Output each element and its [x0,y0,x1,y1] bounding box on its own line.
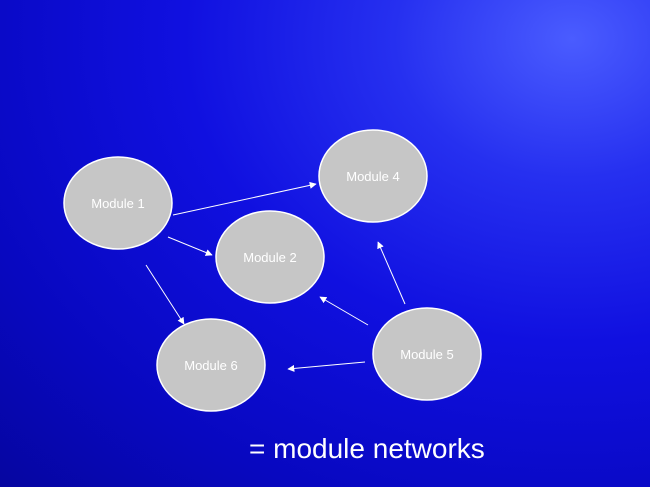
node-label: Module 2 [243,250,296,265]
edge-m5-m4 [377,241,406,305]
node-module-1[interactable]: Module 1 [63,156,173,250]
node-label: Module 5 [400,347,453,362]
node-module-4[interactable]: Module 4 [318,129,428,223]
node-module-6[interactable]: Module 6 [156,318,266,412]
edge-m1-m6 [145,264,185,325]
node-label: Module 4 [346,169,399,184]
node-module-2[interactable]: Module 2 [215,210,325,304]
node-label: Module 6 [184,358,237,373]
node-label: Module 1 [91,196,144,211]
edge-m5-m2 [319,296,369,326]
edge-m1-m4 [172,181,317,216]
edges [145,181,406,372]
caption: = module networks [249,433,485,464]
edge-m5-m6 [287,361,366,372]
edge-m1-m2 [167,236,213,256]
node-module-5[interactable]: Module 5 [372,307,482,401]
